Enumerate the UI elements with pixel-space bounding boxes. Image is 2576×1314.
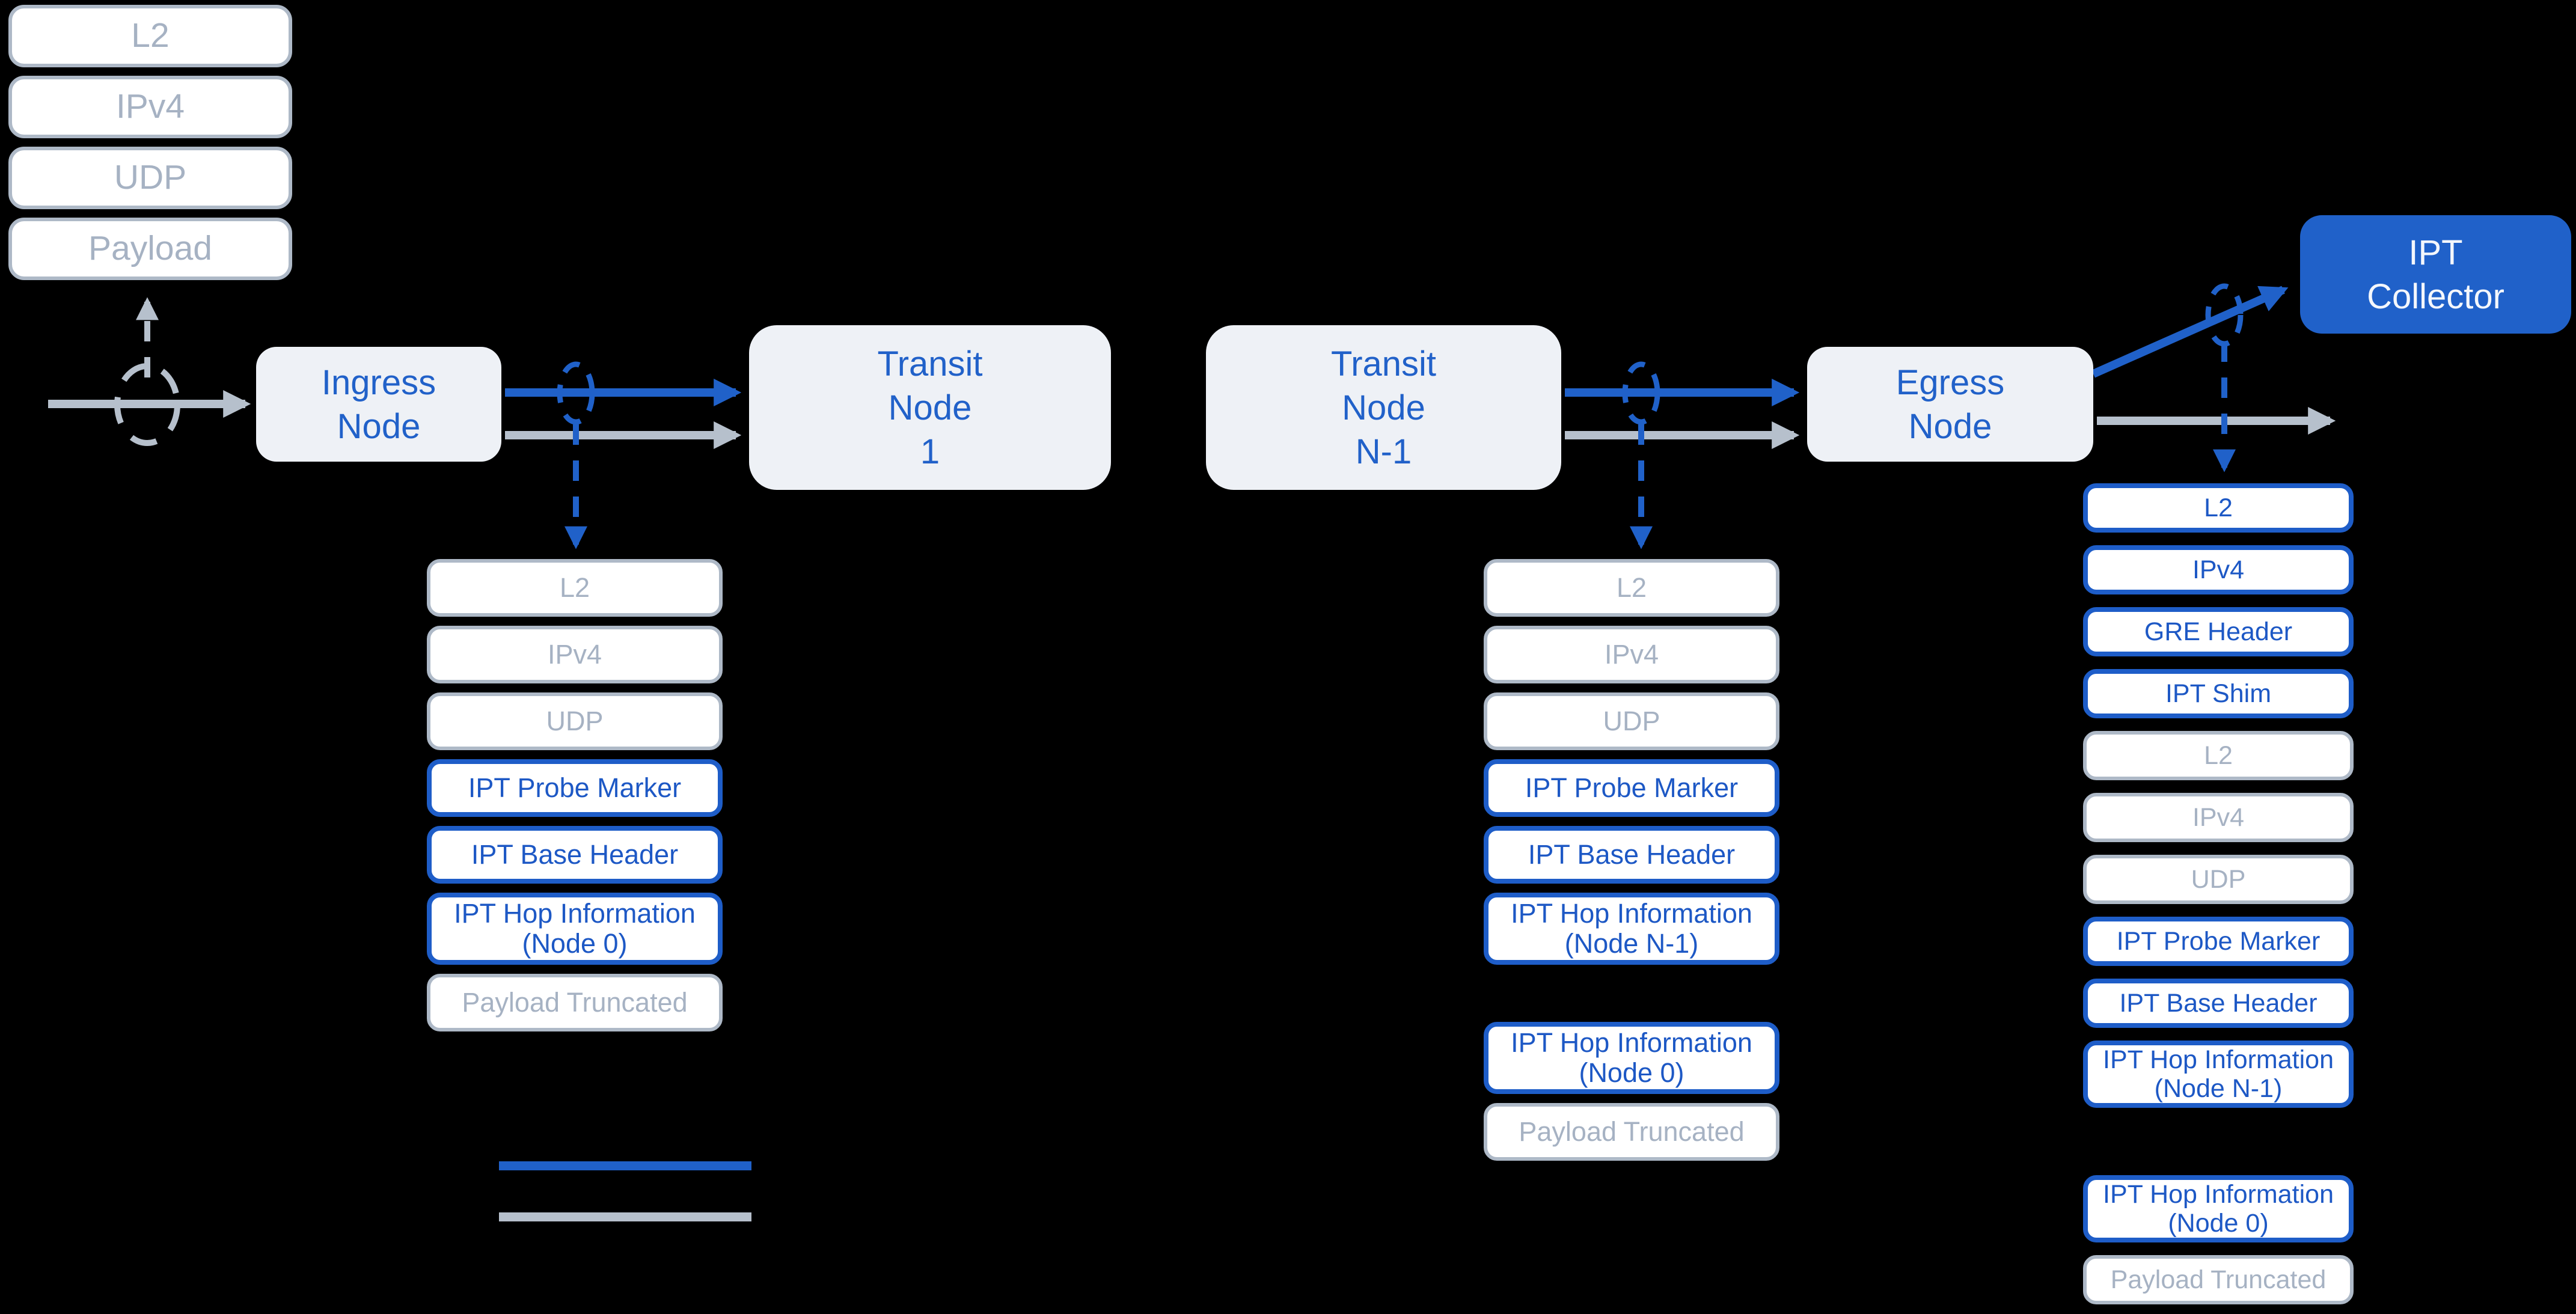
packet-layer: IPT Base Header [427,826,723,884]
capture-ellipse-ingress-in [114,363,180,446]
packet-layer: UDP [8,147,292,209]
packet-layer-line: (Node N-1) [1564,928,1699,959]
packet-layer: L2 [427,559,723,617]
packet-layer: Payload Truncated [2083,1255,2354,1304]
packet-layer: UDP [427,692,723,750]
packet-layer: IPT Probe Marker [1484,759,1779,817]
node-label-line: IPT [2408,233,2463,272]
packet-layer: IPv4 [427,626,723,683]
node-ipt-collector: IPT Collector [2300,215,2571,334]
node-label-line: Node [337,406,421,446]
packet-stack-after-transitn1: L2 IPv4 UDP IPT Probe Marker IPT Base He… [1484,559,1779,1161]
packet-layer: GRE Header [2083,607,2354,656]
node-label-line: Egress [1895,362,2005,402]
node-egress: Egress Node [1807,347,2093,462]
packet-layer: IPT Shim [2083,669,2354,718]
packet-stack-egress-report: L2 IPv4 GRE Header IPT Shim L2 IPv4 UDP … [2083,483,2354,1304]
packet-layer: Payload Truncated [1484,1103,1779,1161]
capture-ellipse-after-ingress [557,361,595,425]
packet-stack-original: L2 IPv4 UDP Payload [8,5,292,280]
node-label-line: Collector [2367,277,2504,316]
packet-layer: IPT Probe Marker [427,759,723,817]
packet-layer-line: IPT Hop Information [454,897,696,929]
packet-layer-line: IPT Hop Information [2103,1045,2334,1074]
packet-layer-line: IPT Hop Information [1511,1027,1752,1058]
packet-layer: IPv4 [2083,793,2354,842]
packet-layer: UDP [2083,855,2354,904]
packet-layer-line: (Node 0) [522,928,628,959]
packet-stack-after-ingress: L2 IPv4 UDP IPT Probe Marker IPT Base He… [427,559,723,1031]
packet-layer: IPT Base Header [2083,979,2354,1028]
packet-layer: Payload Truncated [427,974,723,1031]
packet-layer: L2 [1484,559,1779,617]
packet-layer: IPT Hop Information (Node 0) [1484,1022,1779,1094]
packet-layer: IPT Hop Information (Node 0) [2083,1175,2354,1242]
node-label-line: 1 [920,432,940,471]
node-ingress: Ingress Node [256,347,501,462]
node-transit-1: Transit Node 1 [749,325,1111,490]
packet-layer-line: (Node N-1) [2154,1074,2283,1103]
packet-layer: IPT Hop Information (Node 0) [427,893,723,965]
packet-layer: IPT Hop Information (Node N-1) [1484,893,1779,965]
packet-layer: L2 [2083,483,2354,533]
node-label-line: Transit [1330,344,1437,384]
packet-layer: IPv4 [1484,626,1779,683]
packet-layer: UDP [1484,692,1779,750]
legend-line-probe-path [499,1161,751,1170]
node-label-line: Node [1908,406,1992,446]
packet-layer: IPT Probe Marker [2083,917,2354,966]
legend-line-original-path [499,1212,751,1221]
packet-layer-line: (Node 0) [1579,1057,1684,1088]
node-label-line: Node [888,388,972,427]
report-arrow-egress-collector [2091,286,2289,378]
node-transit-n-minus-1: Transit Node N-1 [1206,325,1561,490]
node-label-line: Transit [877,344,983,384]
packet-layer: Payload [8,218,292,280]
packet-layer: IPv4 [8,76,292,138]
packet-layer: IPT Base Header [1484,826,1779,884]
packet-layer: L2 [8,5,292,67]
node-label-line: Ingress [321,362,436,402]
node-label-line: Node [1342,388,1425,427]
packet-layer: IPv4 [2083,545,2354,594]
packet-layer: IPT Hop Information (Node N-1) [2083,1041,2354,1108]
packet-layer: L2 [2083,731,2354,780]
capture-ellipse-after-transitn1 [1622,361,1660,425]
packet-layer-line: (Node 0) [2168,1209,2269,1238]
node-label-line: N-1 [1355,432,1412,471]
packet-layer-line: IPT Hop Information [1511,897,1752,929]
packet-layer-line: IPT Hop Information [2103,1179,2334,1209]
